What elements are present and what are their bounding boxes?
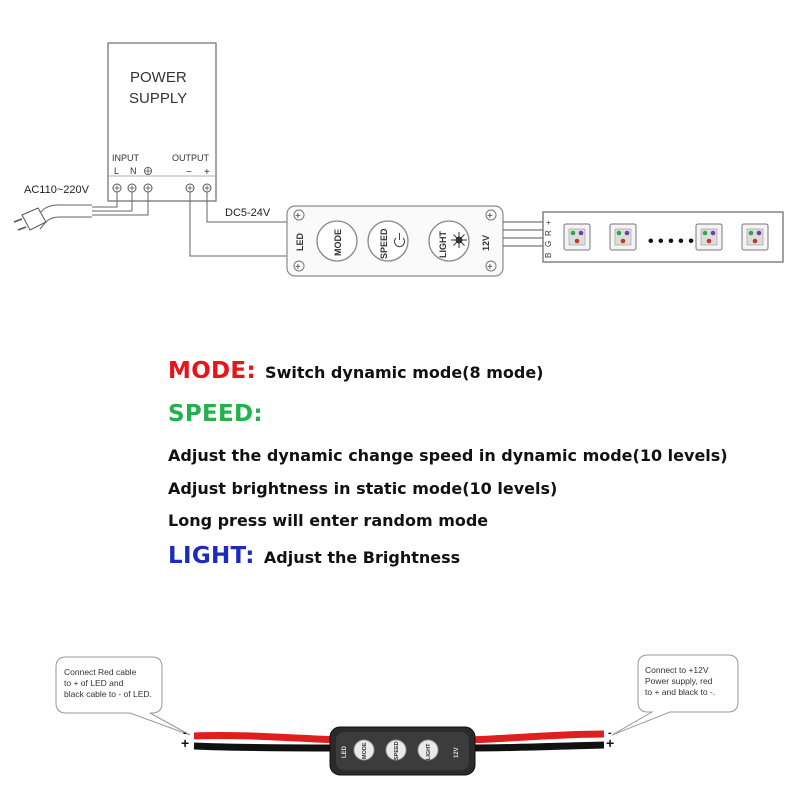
cable-controller-led-label: LED bbox=[342, 745, 348, 758]
screw-icon bbox=[485, 260, 497, 272]
strip-pin-r: R bbox=[544, 230, 553, 236]
ac-voltage-label: AC110~220V bbox=[24, 184, 90, 196]
right-plus-label: + bbox=[606, 735, 614, 751]
led-chip-icon bbox=[609, 223, 637, 251]
svg-text:+: + bbox=[487, 211, 493, 222]
left-bubble-line-2: to + of LED and bbox=[64, 678, 124, 688]
terminal-minus-label: − bbox=[186, 167, 192, 178]
ground-symbol-icon bbox=[143, 166, 152, 175]
strip-pin-b: B bbox=[544, 253, 553, 258]
led-controller: + + + + LED MODE SPEED LIGHT 12V bbox=[286, 205, 504, 277]
cable-controller-voltage-label: 12V bbox=[454, 747, 460, 758]
svg-text:+: + bbox=[295, 211, 301, 222]
speed-line-3: Long press will enter random mode bbox=[168, 511, 489, 530]
cable-light-label: LIGHT bbox=[426, 743, 432, 760]
speed-button[interactable] bbox=[367, 220, 409, 262]
cable-speed-label: SPEED bbox=[394, 741, 400, 760]
power-supply: POWER SUPPLY INPUT OUTPUT L N − + bbox=[107, 42, 217, 202]
power-supply-title-2: SUPPLY bbox=[129, 90, 187, 107]
left-bubble-line-1: Connect Red cable bbox=[64, 667, 137, 677]
ac-plug-icon bbox=[13, 207, 47, 231]
led-chip-icon bbox=[695, 223, 723, 251]
dc-output-wiring bbox=[189, 192, 290, 257]
mode-text: Switch dynamic mode(8 mode) bbox=[265, 363, 544, 382]
power-supply-title-1: POWER bbox=[130, 69, 187, 86]
left-cable bbox=[193, 731, 339, 752]
left-bubble-line-3: black cable to - of LED. bbox=[64, 689, 152, 699]
light-heading: LIGHT: bbox=[168, 543, 255, 569]
right-speech-bubble bbox=[611, 654, 739, 736]
screw-icon bbox=[485, 209, 497, 221]
dc-voltage-label: DC5-24V bbox=[225, 207, 271, 219]
left-speech-bubble bbox=[55, 656, 191, 736]
light-button-label: LIGHT bbox=[438, 231, 448, 258]
cable-speed-button[interactable] bbox=[385, 739, 407, 761]
input-label: INPUT bbox=[112, 153, 140, 163]
right-cable bbox=[467, 730, 605, 752]
output-label: OUTPUT bbox=[172, 153, 210, 163]
led-chip-icon bbox=[741, 223, 769, 251]
led-chip-icon bbox=[563, 223, 591, 251]
controller-voltage-label: 12V bbox=[481, 235, 491, 251]
mode-button-label: MODE bbox=[333, 229, 343, 256]
speed-line-2: Adjust brightness in static mode(10 leve… bbox=[168, 479, 558, 498]
brightness-icon bbox=[451, 232, 467, 248]
right-minus-label: - bbox=[608, 727, 612, 739]
terminal-n-label: N bbox=[130, 166, 137, 176]
speed-heading: SPEED: bbox=[168, 401, 263, 427]
left-plus-label: + bbox=[181, 735, 189, 751]
strip-wires bbox=[503, 221, 543, 247]
strip-continuation-dots: • • • • • bbox=[648, 233, 694, 250]
svg-text:+: + bbox=[295, 262, 301, 273]
svg-text:+: + bbox=[487, 262, 493, 273]
terminal-l-label: L bbox=[114, 166, 119, 176]
right-bubble-line-1: Connect to +12V bbox=[645, 665, 709, 675]
controller-led-label: LED bbox=[295, 232, 305, 251]
left-minus-label: - bbox=[183, 727, 187, 739]
mode-heading: MODE: bbox=[168, 358, 256, 384]
screw-icon bbox=[293, 209, 305, 221]
speed-button-label: SPEED bbox=[379, 228, 389, 259]
light-description: LIGHT: Adjust the Brightness bbox=[168, 543, 460, 569]
right-bubble-line-2: Power supply, red bbox=[645, 676, 713, 686]
cable-mode-label: MODE bbox=[362, 742, 368, 759]
mode-button[interactable] bbox=[316, 220, 358, 262]
light-button[interactable] bbox=[428, 220, 470, 262]
strip-pin-g: G bbox=[544, 241, 553, 247]
mode-description: MODE: Switch dynamic mode(8 mode) bbox=[168, 358, 543, 384]
right-bubble-line-3: to + and black to -. bbox=[645, 687, 715, 697]
cable-light-button[interactable] bbox=[417, 739, 439, 761]
power-icon bbox=[394, 233, 405, 247]
light-text: Adjust the Brightness bbox=[263, 548, 461, 567]
cable-mode-button[interactable] bbox=[353, 739, 375, 761]
screw-icon bbox=[293, 260, 305, 272]
screw-terminal-icon bbox=[112, 183, 212, 193]
cable-controller: LED MODE SPEED LIGHT 12V bbox=[329, 726, 476, 776]
strip-pin-plus: + bbox=[544, 220, 553, 225]
led-strip: + R G B • • • • • bbox=[542, 211, 784, 263]
speed-description: SPEED: bbox=[168, 401, 263, 427]
terminal-plus-label: + bbox=[204, 167, 210, 178]
speed-line-1: Adjust the dynamic change speed in dynam… bbox=[168, 446, 728, 465]
